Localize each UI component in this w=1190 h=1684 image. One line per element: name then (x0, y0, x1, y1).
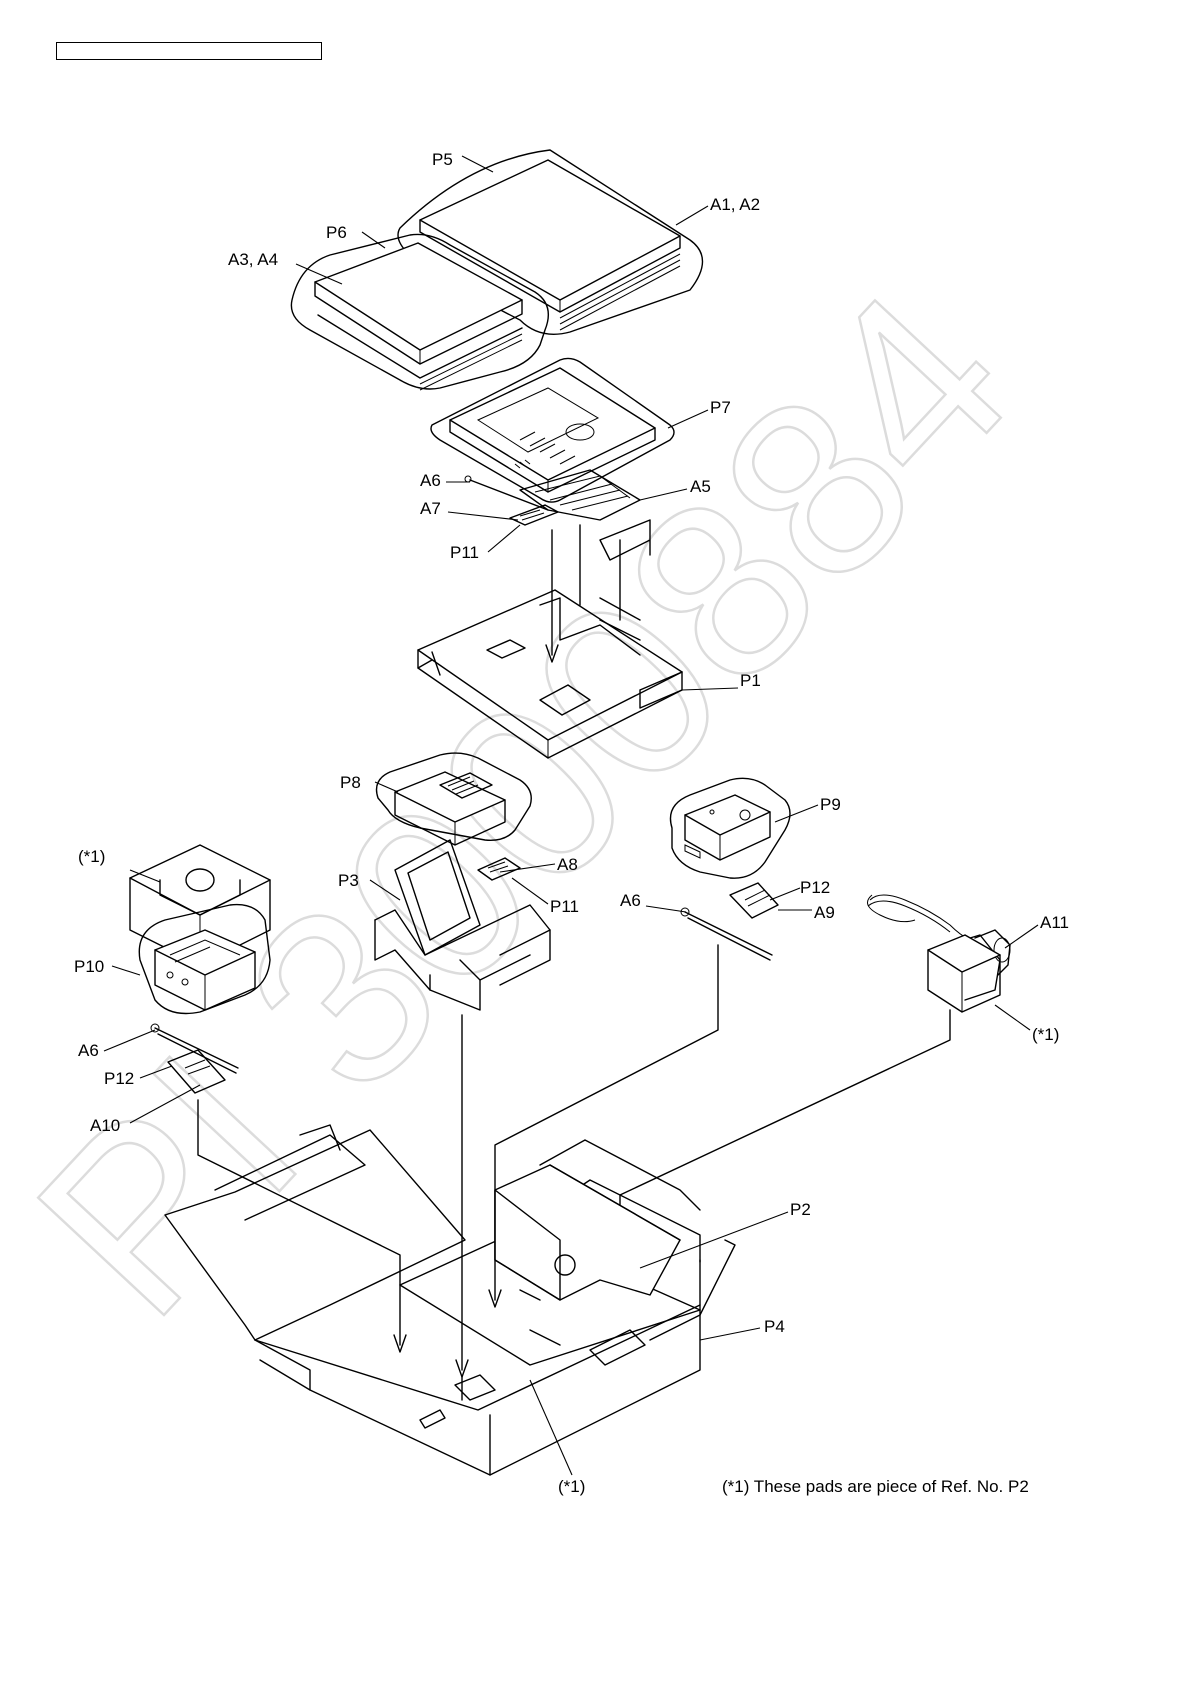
label-a8: A8 (557, 855, 578, 874)
label-p7: P7 (710, 398, 731, 417)
label-a9: A9 (814, 903, 835, 922)
label-a6-top: A6 (420, 471, 441, 490)
label-a5: A5 (690, 477, 711, 496)
pad-p2 (495, 1165, 680, 1345)
label-star1-bottom: (*1) (558, 1477, 585, 1496)
label-a11: A11 (1040, 913, 1069, 932)
label-a1-a2: A1, A2 (710, 195, 760, 214)
label-a10: A10 (90, 1116, 120, 1135)
label-a3-a4: A3, A4 (228, 250, 278, 269)
label-p10: P10 (74, 957, 104, 976)
label-p4: P4 (764, 1317, 785, 1336)
label-star1-left: (*1) (78, 847, 105, 866)
label-p5: P5 (432, 150, 453, 169)
label-a6-mid: A6 (620, 891, 641, 910)
adapter-a11 (868, 895, 1011, 1012)
label-p11-top: P11 (450, 543, 479, 562)
label-p12-right: P12 (800, 878, 830, 897)
cable-tie-a6-right (681, 908, 772, 960)
footnote-text: (*1) These pads are piece of Ref. No. P2 (722, 1477, 1029, 1496)
label-p11-mid: P11 (550, 897, 579, 916)
label-a6-left: A6 (78, 1041, 99, 1060)
label-p6: P6 (326, 223, 347, 242)
label-p2: P2 (790, 1200, 811, 1219)
label-a7: A7 (420, 499, 441, 518)
label-p8: P8 (340, 773, 361, 792)
route-adapter (620, 1010, 950, 1240)
label-p9: P9 (820, 795, 841, 814)
label-p1: P1 (740, 671, 761, 690)
label-p3: P3 (338, 871, 359, 890)
label-p12-left: P12 (104, 1069, 134, 1088)
label-star1-right: (*1) (1032, 1025, 1059, 1044)
accessory-a9-p12 (730, 883, 778, 918)
